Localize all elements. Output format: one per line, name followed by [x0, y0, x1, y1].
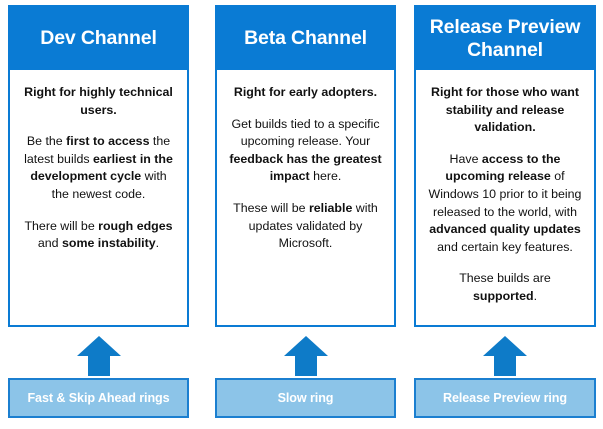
- channel-body-beta: Right for early adopters. Get builds tie…: [217, 70, 394, 325]
- channel-body-release-preview: Right for those who want stability and r…: [416, 70, 594, 325]
- channel-header-dev: Dev Channel: [10, 7, 187, 70]
- up-arrow-icon-release-preview: [483, 336, 527, 376]
- channel-paragraph-2-beta: These will be reliable with updates vali…: [233, 201, 378, 251]
- up-arrow-icon-dev: [76, 336, 121, 376]
- channel-card-release-preview: Release Preview Channel Right for those …: [414, 5, 596, 327]
- channel-header-beta: Beta Channel: [217, 7, 394, 70]
- ring-box-dev[interactable]: Fast & Skip Ahead rings: [8, 378, 189, 418]
- channel-paragraph-1-beta: Get builds tied to a specific upcoming r…: [229, 116, 382, 184]
- ring-box-release-preview[interactable]: Release Preview ring: [414, 378, 596, 418]
- channel-card-dev: Dev Channel Right for highly technical u…: [8, 5, 189, 327]
- channel-column-release-preview: Release Preview Channel Right for those …: [414, 0, 596, 429]
- up-arrow-icon-beta: [283, 336, 328, 376]
- channel-paragraph-2-dev: There will be rough edges and some insta…: [24, 218, 173, 251]
- channel-body-dev: Right for highly technical users. Be the…: [10, 70, 187, 325]
- channel-column-beta: Beta Channel Right for early adopters. G…: [215, 0, 396, 429]
- channel-header-release-preview: Release Preview Channel: [416, 7, 594, 70]
- channel-column-dev: Dev Channel Right for highly technical u…: [8, 0, 189, 429]
- channel-paragraph-2-release-preview: These builds are supported.: [459, 271, 551, 304]
- channel-card-beta: Beta Channel Right for early adopters. G…: [215, 5, 396, 327]
- channel-lede-dev: Right for highly technical users.: [24, 85, 173, 117]
- channel-paragraph-1-release-preview: Have access to the upcoming release of W…: [428, 151, 582, 254]
- channel-paragraph-1-dev: Be the first to access the latest builds…: [24, 134, 173, 202]
- ring-label-release-preview: Release Preview ring: [442, 391, 567, 405]
- ring-label-dev: Fast & Skip Ahead rings: [27, 391, 170, 405]
- channel-lede-beta: Right for early adopters.: [233, 85, 378, 99]
- ring-box-beta[interactable]: Slow ring: [215, 378, 396, 418]
- ring-label-beta: Slow ring: [277, 391, 334, 405]
- channel-lede-release-preview: Right for those who want stability and r…: [431, 85, 579, 135]
